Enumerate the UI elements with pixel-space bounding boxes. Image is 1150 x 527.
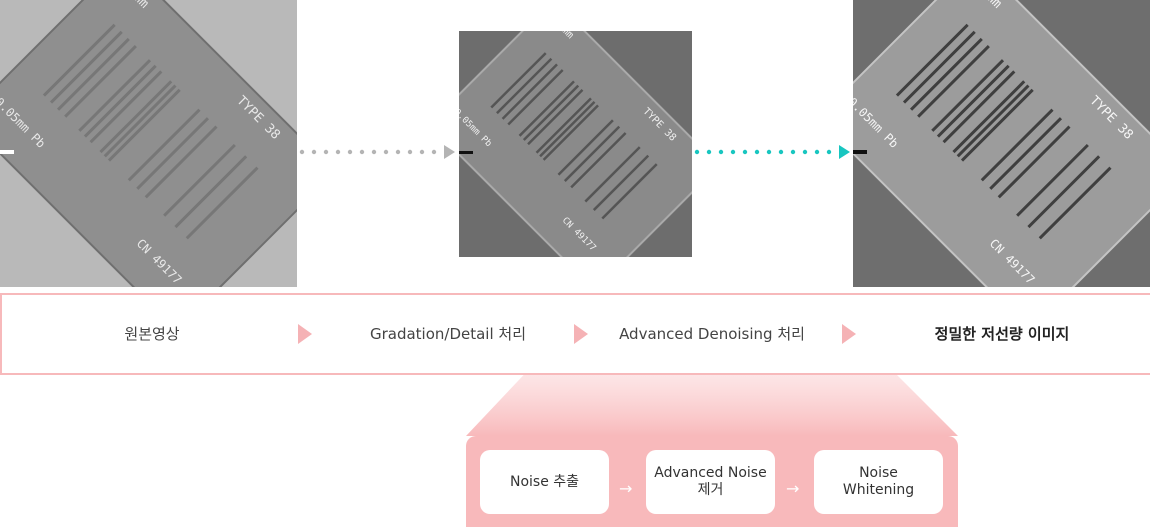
detail-step-noise-extraction: Noise 추출 xyxy=(480,450,609,514)
dotted-arrow-teal xyxy=(694,145,850,159)
detail-step-2-line1: Advanced Noise xyxy=(654,465,767,481)
detail-arrow-2: → xyxy=(786,479,800,498)
phantom-gradation: LP/mm TYPE 38 0.05mm Pb CN 49177 xyxy=(459,31,692,257)
detail-step-noise-removal: Advanced Noise 제거 xyxy=(646,450,775,514)
detail-arrow-1: → xyxy=(619,479,633,498)
phantom-original: LP/mm TYPE 38 0.05mm Pb CN 49177 xyxy=(0,0,297,287)
detail-step-3-line1: Noise xyxy=(859,465,898,481)
step-denoising: Advanced Denoising 처리 xyxy=(619,325,805,343)
detail-step-2-line2: 제거 xyxy=(697,482,724,498)
step-arrow-2 xyxy=(574,324,588,344)
detail-step-3-line2: Whitening xyxy=(842,482,915,498)
step-original: 원본영상 xyxy=(124,325,180,343)
step-result: 정밀한 저선량 이미지 xyxy=(934,325,1070,343)
step-arrow-1 xyxy=(298,324,312,344)
result-xray-image: LP/mm TYPE 38 0.05mm Pb CN 49177 xyxy=(853,0,1150,287)
detail-step-noise-whitening: Noise Whitening xyxy=(814,450,943,514)
step-gradation: Gradation/Detail 처리 xyxy=(369,325,527,343)
detail-step-1-label: Noise 추출 xyxy=(509,473,580,490)
step-arrow-3 xyxy=(842,324,856,344)
process-bar: 원본영상 Gradation/Detail 처리 Advanced Denois… xyxy=(0,293,1150,375)
dotted-arrow-gray xyxy=(299,145,455,159)
original-xray-image: LP/mm TYPE 38 0.05mm Pb CN 49177 xyxy=(0,0,297,287)
denoising-detail-box: Noise 추출 → Advanced Noise 제거 → Noise Whi… xyxy=(466,436,958,527)
gradation-xray-image: LP/mm TYPE 38 0.05mm Pb CN 49177 xyxy=(459,31,692,257)
phantom-result: LP/mm TYPE 38 0.05mm Pb CN 49177 xyxy=(853,0,1150,287)
